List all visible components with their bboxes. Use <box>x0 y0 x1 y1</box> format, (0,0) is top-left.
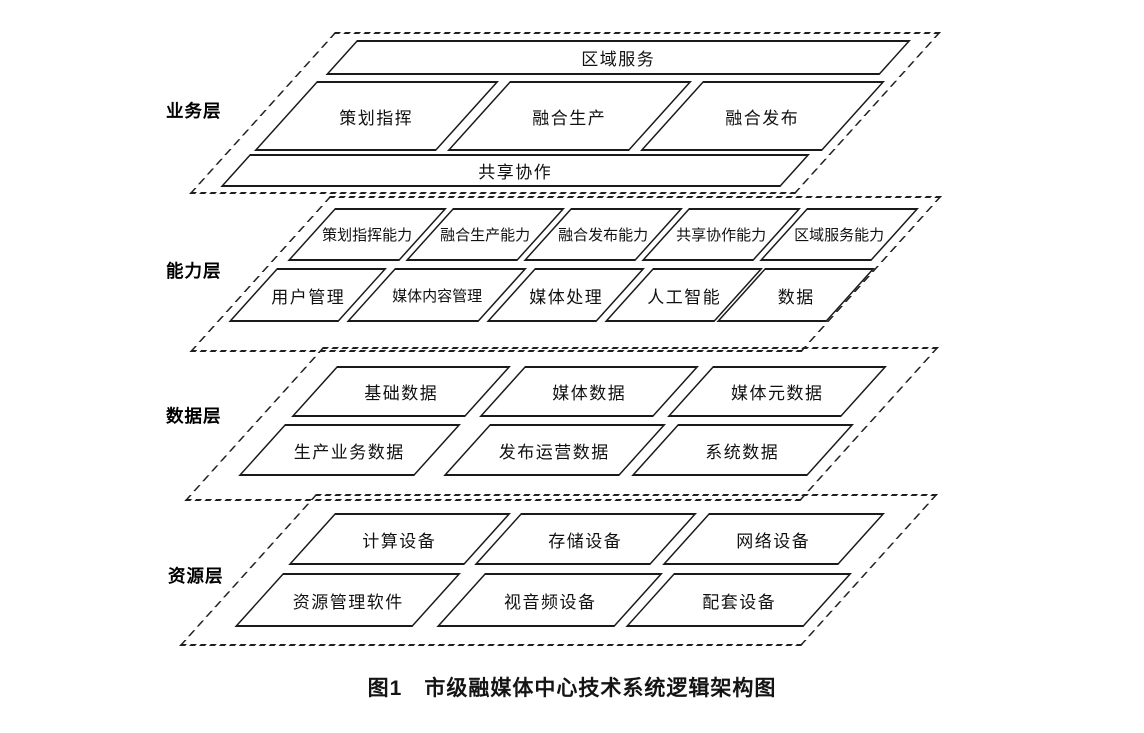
box-label: 融合发布 <box>725 108 800 128</box>
box-label: 基础数据 <box>364 384 439 403</box>
box-label: 共享协作 <box>478 163 553 182</box>
box-label: 共享协作能力 <box>676 228 767 244</box>
box-computing-equipment: 计算设备 <box>288 513 511 565</box>
box-media-data: 媒体数据 <box>479 366 699 417</box>
box-label: 融合发布能力 <box>558 228 649 244</box>
box-label: 发布运营数据 <box>498 442 610 462</box>
box-label: 媒体数据 <box>552 384 627 403</box>
box-supporting-equipment: 配套设备 <box>625 573 852 627</box>
box-label: 资源管理软件 <box>292 592 404 612</box>
layer-label-resource: 资源层 <box>168 566 224 586</box>
box-label: 计算设备 <box>362 531 437 551</box>
layer-label-capability: 能力层 <box>166 261 222 281</box>
box-production-business-data: 生产业务数据 <box>238 424 461 476</box>
box-sharing-collaboration: 共享协作 <box>220 154 810 187</box>
box-label: 策划指挥 <box>339 108 414 128</box>
box-converged-publishing: 融合发布 <box>639 81 885 151</box>
box-audio-video-equipment: 视音频设备 <box>436 573 663 627</box>
box-label: 策划指挥能力 <box>322 228 413 244</box>
box-label: 数据 <box>777 287 815 307</box>
box-network-equipment: 网络设备 <box>662 513 885 565</box>
box-label: 存储设备 <box>548 531 623 551</box>
box-label: 人工智能 <box>647 287 722 307</box>
layer-label-data: 数据层 <box>166 406 222 426</box>
figure-caption-label: 图1 <box>367 677 403 700</box>
box-resource-management-software: 资源管理软件 <box>234 573 461 627</box>
box-label: 配套设备 <box>702 592 777 612</box>
box-label: 媒体元数据 <box>730 384 824 403</box>
layer-label-business: 业务层 <box>166 101 222 121</box>
box-system-data: 系统数据 <box>631 424 854 476</box>
box-label: 媒体处理 <box>529 287 604 307</box>
box-label: 视音频设备 <box>503 592 597 612</box>
box-label: 媒体内容管理 <box>392 288 483 305</box>
box-label: 用户管理 <box>271 287 346 307</box>
box-publishing-operation-data: 发布运营数据 <box>443 424 666 476</box>
box-basic-data: 基础数据 <box>291 366 511 417</box>
box-regional-service: 区域服务 <box>325 40 912 75</box>
box-label: 系统数据 <box>705 442 780 462</box>
box-label: 网络设备 <box>736 531 811 551</box>
box-label: 融合生产能力 <box>440 228 531 244</box>
box-label: 融合生产 <box>532 108 607 128</box>
figure-caption-title: 市级融媒体中心技术系统逻辑架构图 <box>424 677 777 700</box>
box-label: 区域服务 <box>581 50 656 69</box>
box-storage-equipment: 存储设备 <box>474 513 697 565</box>
box-media-metadata: 媒体元数据 <box>667 366 887 417</box>
box-label: 生产业务数据 <box>293 442 405 462</box>
box-label: 区域服务能力 <box>794 228 885 244</box>
figure-caption: 图1 市级融媒体中心技术系统逻辑架构图 <box>0 672 1144 702</box>
